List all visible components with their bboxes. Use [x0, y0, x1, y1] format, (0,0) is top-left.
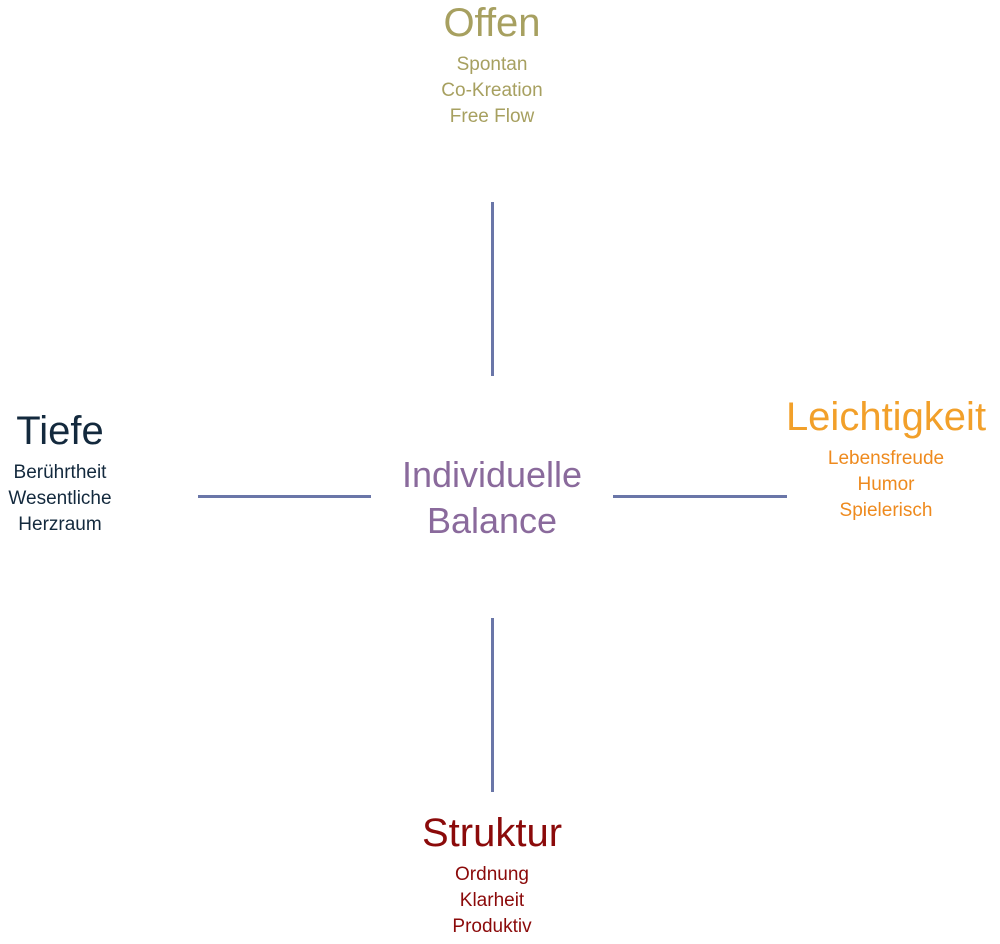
node-offen-item: Spontan	[456, 54, 528, 75]
node-struktur-items: Ordnung Klarheit Produktiv	[392, 862, 592, 940]
node-leichtigkeit-items: Lebensfreude Humor Spielerisch	[766, 446, 1000, 524]
center-title-line-1: Individuelle	[401, 454, 583, 495]
node-tiefe-item: Wesentliche	[8, 488, 112, 509]
node-struktur-item: Produktiv	[452, 916, 532, 937]
node-struktur-item: Ordnung	[455, 864, 529, 885]
center-title-line-2: Balance	[426, 500, 558, 541]
node-tiefe-items: Berührtheit Wesentliche Herzraum	[0, 460, 120, 538]
node-tiefe-item: Herzraum	[18, 514, 102, 535]
node-leichtigkeit-item: Lebensfreude	[827, 448, 945, 469]
node-offen-item: Free Flow	[449, 106, 535, 127]
node-offen-item: Co-Kreation	[441, 80, 543, 101]
node-tiefe-title: Tiefe	[16, 409, 104, 453]
connector-bottom	[491, 618, 494, 792]
node-struktur-item: Klarheit	[459, 890, 525, 911]
node-leichtigkeit-item: Spielerisch	[839, 500, 933, 521]
node-tiefe: Tiefe Berührtheit Wesentliche Herzraum	[0, 408, 120, 538]
connector-left	[198, 495, 371, 498]
node-leichtigkeit-title: Leichtigkeit	[785, 395, 987, 439]
node-struktur-title: Struktur	[421, 811, 563, 855]
node-offen-title: Offen	[443, 1, 541, 45]
connector-right	[613, 495, 787, 498]
node-offen-items: Spontan Co-Kreation Free Flow	[392, 52, 592, 130]
node-leichtigkeit: Leichtigkeit Lebensfreude Humor Spieleri…	[766, 394, 1000, 524]
node-tiefe-item: Berührtheit	[13, 462, 107, 483]
node-struktur: Struktur Ordnung Klarheit Produktiv	[392, 810, 592, 940]
center-node: Individuelle Balance	[362, 452, 622, 544]
node-leichtigkeit-item: Humor	[857, 474, 915, 495]
node-offen: Offen Spontan Co-Kreation Free Flow	[392, 0, 592, 130]
connector-top	[491, 202, 494, 376]
